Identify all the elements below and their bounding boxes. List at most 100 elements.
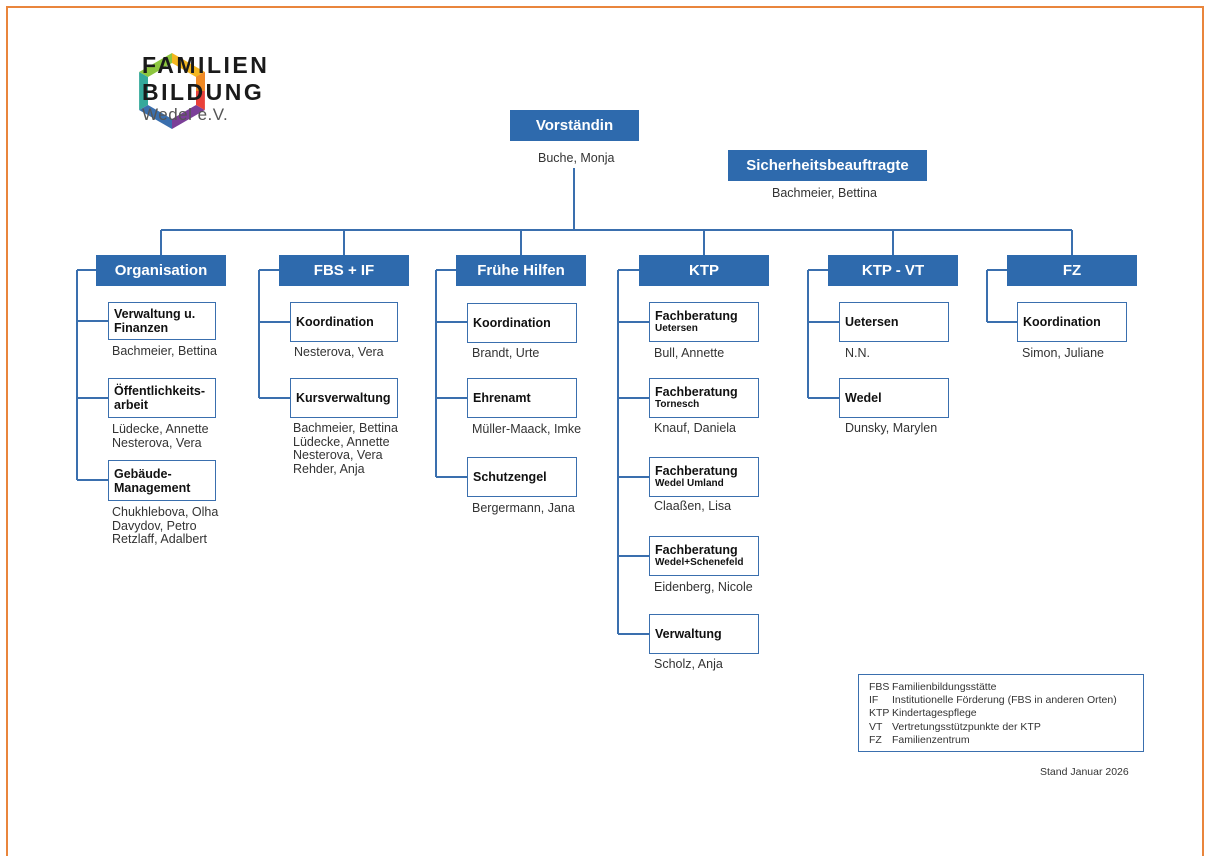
unit-label-cont: arbeit (114, 398, 149, 412)
legend: FBS Familienbildungsstätte IF Institutio… (858, 674, 1144, 752)
unit-fbs-koordination: Koordination (290, 302, 398, 342)
unit-label: Fachberatung (655, 385, 738, 399)
unit-sublabel: Uetersen (655, 323, 698, 334)
person-name: Knauf, Daniela (654, 421, 737, 435)
header-fbs-if: FBS + IF (279, 255, 409, 286)
stand-date: Stand Januar 2026 (1040, 766, 1129, 778)
unit-label: Ehrenamt (473, 391, 531, 405)
names-verwaltung-finanzen: Bachmeier, Bettina (112, 344, 217, 359)
names-fh-koordination: Brandt, Urte (472, 346, 539, 361)
person-name: Buche, Monja (538, 151, 615, 165)
logo-line-3: Wedel e.V. (142, 105, 229, 124)
unit-fh-koordination: Koordination (467, 303, 577, 343)
legend-abbr: KTP (869, 707, 890, 720)
legend-row: FZ Familienzentrum (869, 734, 1143, 747)
legend-row: VT Vertretungsstützpunkte der KTP (869, 721, 1143, 734)
unit-label: Fachberatung (655, 309, 738, 323)
unit-vt-uetersen: Uetersen (839, 302, 949, 342)
names-vorstaendin: Buche, Monja (538, 151, 615, 166)
unit-label: Verwaltung u. (114, 307, 196, 321)
unit-label: Kursverwaltung (296, 391, 391, 405)
unit-vt-wedel: Wedel (839, 378, 949, 418)
logo-text: FAMILIEN BILDUNG Wedel e.V. (142, 52, 269, 124)
legend-row: FBS Familienbildungsstätte (869, 681, 1143, 694)
legend-abbr: VT (869, 720, 883, 733)
person-name: Bachmeier, Bettina (293, 421, 398, 435)
page-frame (6, 6, 1204, 856)
names-schutzengel: Bergermann, Jana (472, 501, 575, 516)
names-fachberatung-uetersen: Bull, Annette (654, 346, 725, 361)
header-ktp-vt: KTP - VT (828, 255, 958, 286)
unit-label: Gebäude- (114, 466, 172, 481)
unit-verwaltung-finanzen: Verwaltung u. Finanzen (108, 302, 216, 340)
person-name: Simon, Juliane (1022, 346, 1104, 360)
names-sicherheitsbeauftragte: Bachmeier, Bettina (772, 186, 877, 201)
names-fachberatung-wedel-umland: Claaßen, Lisa (654, 499, 732, 514)
person-name: N.N. (845, 346, 870, 360)
legend-row: IF Institutionelle Förderung (FBS in and… (869, 694, 1143, 707)
header-fruehe-hilfen: Frühe Hilfen (456, 255, 586, 286)
person-name: Bachmeier, Bettina (772, 186, 877, 200)
person-name: Lüdecke, Annette (112, 422, 209, 436)
legend-text: Kindertagespflege (892, 707, 977, 720)
person-name: Lüdecke, Annette (293, 434, 390, 449)
legend-text: Familienbildungsstätte (892, 681, 997, 693)
unit-fachberatung-tornesch: Fachberatung Tornesch (649, 378, 759, 418)
unit-fachberatung-wedel-umland: Fachberatung Wedel Umland (649, 457, 759, 497)
legend-abbr: IF (869, 694, 879, 707)
names-fbs-koordination: Nesterova, Vera (294, 345, 384, 360)
names-fachberatung-tornesch: Knauf, Daniela (654, 421, 737, 436)
unit-label: Schutzengel (473, 470, 547, 484)
legend-text: Familienzentrum (892, 733, 970, 746)
header-ktp: KTP (639, 255, 769, 286)
person-name: Nesterova, Vera (293, 448, 383, 462)
person-name: Chukhlebova, Olha (112, 505, 219, 519)
names-gebaeude-management: Chukhlebova, Olha Davydov, Petro Retzlaf… (112, 505, 219, 547)
unit-label: Koordination (473, 316, 551, 330)
unit-fachberatung-uetersen: Fachberatung Uetersen (649, 302, 759, 342)
unit-fachberatung-wedel-schenefeld: Fachberatung Wedel+Schenefeld (649, 536, 759, 576)
names-vt-uetersen: N.N. (845, 346, 870, 361)
logo-hexagon-icon (139, 53, 205, 129)
names-ktp-verwaltung: Scholz, Anja (654, 657, 723, 672)
legend-abbr: FZ (869, 733, 882, 746)
unit-sublabel: Wedel Umland (655, 478, 724, 489)
unit-fz-koordination: Koordination (1017, 302, 1127, 342)
unit-ehrenamt: Ehrenamt (467, 378, 577, 418)
names-kursverwaltung: Bachmeier, Bettina Lüdecke, Annette Nest… (293, 421, 398, 476)
unit-label: Öffentlichkeits- (114, 384, 205, 398)
unit-ktp-verwaltung: Verwaltung (649, 614, 759, 654)
person-name: Bull, Annette (654, 346, 725, 360)
names-fachberatung-wedel-schenefeld: Eidenberg, Nicole (654, 580, 753, 595)
person-name: Nesterova, Vera (112, 435, 202, 450)
legend-text: Vertretungsstützpunkte der KTP (892, 720, 1041, 733)
unit-sublabel: Wedel+Schenefeld (655, 557, 744, 568)
person-name: Retzlaff, Adalbert (112, 532, 207, 546)
unit-kursverwaltung: Kursverwaltung (290, 378, 398, 418)
person-name: Claaßen, Lisa (654, 499, 732, 513)
person-name: Dunsky, Marylen (845, 421, 938, 435)
unit-label: Fachberatung (655, 464, 738, 478)
person-name: Scholz, Anja (654, 657, 723, 671)
legend-abbr: FBS (869, 681, 890, 693)
names-fz-koordination: Simon, Juliane (1022, 346, 1104, 361)
names-vt-wedel: Dunsky, Marylen (845, 421, 938, 436)
unit-gebaeude-management: Gebäude- Management (108, 460, 216, 501)
logo-line-2: BILDUNG (142, 79, 265, 105)
legend-row: KTP Kindertagespflege (869, 707, 1143, 720)
unit-label: Koordination (1023, 315, 1101, 329)
unit-oeffentlichkeitsarbeit: Öffentlichkeits- arbeit (108, 378, 216, 418)
unit-label-cont: Finanzen (114, 321, 169, 335)
names-ehrenamt: Müller-Maack, Imke (472, 422, 581, 437)
legend-text: Institutionelle Förderung (FBS in andere… (892, 694, 1117, 707)
person-name: Bergermann, Jana (472, 501, 575, 515)
unit-label: Koordination (296, 315, 374, 329)
header-sicherheitsbeauftragte: Sicherheitsbeauftragte (728, 150, 927, 181)
header-fz: FZ (1007, 255, 1137, 286)
unit-label: Fachberatung (655, 543, 738, 557)
unit-label-cont: Management (114, 480, 191, 495)
person-name: Bachmeier, Bettina (112, 344, 217, 358)
person-name: Davydov, Petro (112, 518, 197, 533)
names-oeffentlichkeitsarbeit: Lüdecke, Annette Nesterova, Vera (112, 422, 209, 450)
